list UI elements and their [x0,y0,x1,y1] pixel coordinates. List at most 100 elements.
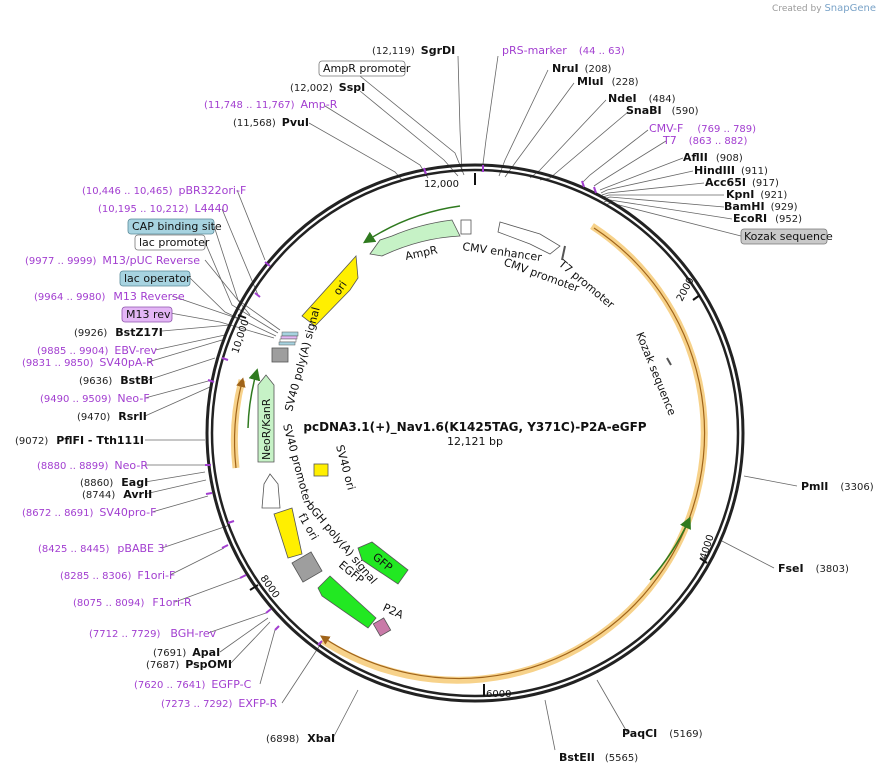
site-amp-r[interactable]: (11,748 .. 11,767)Amp-R [204,98,338,111]
site-m13-puc-reverse[interactable]: (9977 .. 9999)M13/pUC Reverse [25,254,200,267]
site-pbr322ori-f[interactable]: (10,446 .. 10,465)pBR322ori-F [82,184,246,197]
ampr-inner-arc [362,205,461,244]
site-pbabe3[interactable]: (8425 .. 8445)pBABE 3' [38,542,168,555]
svg-text:(8880 .. 8899)Neo-R: (8880 .. 8899)Neo-R [37,459,148,472]
site-f1ori-r[interactable]: (8075 .. 8094)F1ori-R [73,596,192,609]
neokanr-feature[interactable] [257,374,275,463]
svg-text:(12,002)SspI: (12,002)SspI [290,81,365,94]
svg-text:(9636)BstBI: (9636)BstBI [79,374,153,387]
kozak-feature[interactable] [666,357,672,366]
snapgene-logo: SnapGene [824,3,876,14]
svg-text:lac promoter: lac promoter [139,236,210,249]
site-ebv-rev[interactable]: (9885 .. 9904)EBV-rev [37,344,157,357]
inner-green-arc [649,516,691,581]
credit-prefix: Created by [772,4,822,14]
site-bsteii[interactable]: BstEII(5565) [559,751,638,764]
svg-text:(10,195 .. 10,212)L4440: (10,195 .. 10,212)L4440 [98,202,229,215]
svg-text:(7712 .. 7729)BGH-rev: (7712 .. 7729)BGH-rev [89,627,217,640]
coordinate-ticks [237,173,708,696]
site-lac-operator[interactable]: lac operator [119,270,191,287]
site-pmli[interactable]: PmlI(3306) [801,480,874,493]
site-bstz17i[interactable]: (9926)BstZ17I [74,326,163,339]
site-apai[interactable]: (7691)ApaI [153,646,220,659]
p2a-feature[interactable] [372,617,392,637]
site-mlui[interactable]: MluI(228) [577,75,639,88]
tick-label-10000: 10,000 [230,318,251,355]
site-snabi[interactable]: SnaBI(590) [626,104,699,117]
site-pvui[interactable]: (11,568)PvuI [233,116,309,129]
neo-inner-arc [247,368,261,429]
site-rsrii[interactable]: (9470)RsrII [77,410,147,423]
svg-text:pRS-marker(44 .. 63): pRS-marker(44 .. 63) [502,44,625,57]
site-acc65i[interactable]: Acc65I(917) [705,176,779,189]
site-kpni[interactable]: KpnI(921) [726,188,787,201]
site-eagi[interactable]: (8860)EagI [80,476,148,489]
cmv-promoter-feature[interactable] [497,221,561,255]
svg-text:PmlI(3306): PmlI(3306) [801,480,874,493]
site-aflii[interactable]: AflII(908) [683,151,743,164]
site-neo-r[interactable]: (8880 .. 8899)Neo-R [37,459,148,472]
site-f1ori-f[interactable]: (8285 .. 8306)F1ori-F [60,569,175,582]
site-lac-promoter[interactable]: lac promoter [134,234,210,251]
gfp-feature[interactable] [357,541,409,585]
site-exfp-r[interactable]: (7273 .. 7292)EXFP-R [161,697,278,710]
svg-text:CAP binding site: CAP binding site [132,220,222,233]
site-fsei[interactable]: FseI(3803) [778,562,849,575]
site-prs-marker[interactable]: pRS-marker(44 .. 63) [502,44,625,57]
site-t7[interactable]: T7(863 .. 882) [662,134,748,147]
site-bstbi[interactable]: (9636)BstBI [79,374,153,387]
site-sv40pa-r[interactable]: (9831 .. 9850)SV40pA-R [22,356,154,369]
leader-lines [144,55,798,751]
sv40-polya-feature[interactable] [271,347,289,363]
site-cmv-f[interactable]: CMV-F(769 .. 789) [649,122,756,135]
site-kozak-sequence[interactable]: Kozak sequence [740,228,833,245]
svg-text:(11,748 .. 11,767)Amp-R: (11,748 .. 11,767)Amp-R [204,98,338,111]
svg-text:(8425 .. 8445)pBABE 3': (8425 .. 8445)pBABE 3' [38,542,168,555]
site-sv40pro-f[interactable]: (8672 .. 8691)SV40pro-F [22,506,156,519]
ampr-feature[interactable] [369,219,461,257]
svg-text:(11,568)PvuI: (11,568)PvuI [233,116,309,129]
site-cap-binding-site[interactable]: CAP binding site [127,218,222,235]
site-m13-rev[interactable]: M13 rev [121,306,173,323]
site-pspomi[interactable]: (7687)PspOMI [146,658,232,671]
site-neo-f[interactable]: (9490 .. 9509)Neo-F [40,392,150,405]
f1-ori-feature[interactable] [273,507,303,559]
sv40-ori-feature[interactable] [313,463,329,477]
site-m13-reverse[interactable]: (9964 .. 9980)M13 Reverse [34,290,185,303]
tick-label-6000: 6000 [486,689,511,700]
site-bamhi[interactable]: BamHI(929) [724,200,798,213]
kozak-sequence-label: Kozak sequence [633,330,678,417]
sv40-promoter-feature[interactable] [261,473,281,509]
site-nrui[interactable]: NruI(208) [552,62,612,75]
primer-marks [205,165,597,646]
site-ampr-promoter[interactable]: AmpR promoter [318,60,411,77]
egfp-feature[interactable] [317,575,377,629]
site-egfp-c[interactable]: (7620 .. 7641)EGFP-C [134,678,252,691]
site-l4440[interactable]: (10,195 .. 10,212)L4440 [98,202,229,215]
svg-text:(9977 .. 9999)M13/pUC Reverse: (9977 .. 9999)M13/pUC Reverse [25,254,200,267]
orf-track [320,223,708,684]
svg-text:EcoRI(952): EcoRI(952) [733,212,802,225]
cmv-enhancer-feature[interactable] [460,219,472,235]
svg-text:AmpR promoter: AmpR promoter [323,62,411,75]
site-xbai[interactable]: (6898)XbaI [266,732,335,745]
tick-label-12000: 12,000 [424,179,459,190]
t7-promoter-feature[interactable] [561,245,566,261]
site-sgrdi[interactable]: (12,119)SgrDI [372,44,455,57]
site-avrii[interactable]: (8744)AvrII [82,488,152,501]
svg-text:(8672 .. 8691)SV40pro-F: (8672 .. 8691)SV40pro-F [22,506,156,519]
svg-text:(9831 .. 9850)SV40pA-R: (9831 .. 9850)SV40pA-R [22,356,154,369]
bgh-polya-feature[interactable] [291,551,323,583]
ori-feature[interactable] [301,255,359,327]
svg-text:(9470)RsrII: (9470)RsrII [77,410,147,423]
site-ecori[interactable]: EcoRI(952) [733,212,802,225]
site-sspi[interactable]: (12,002)SspI [290,81,365,94]
site-pflfi-tth111i[interactable]: (9072)PflFI - Tth111I [15,434,144,447]
site-bgh-rev[interactable]: (7712 .. 7729)BGH-rev [89,627,217,640]
site-ndei[interactable]: NdeI(484) [608,92,676,105]
svg-text:(7687)PspOMI: (7687)PspOMI [146,658,232,671]
svg-text:(8744)AvrII: (8744)AvrII [82,488,152,501]
site-paqci[interactable]: PaqCI(5169) [622,727,703,740]
site-hindiii[interactable]: HindIII(911) [694,164,768,177]
